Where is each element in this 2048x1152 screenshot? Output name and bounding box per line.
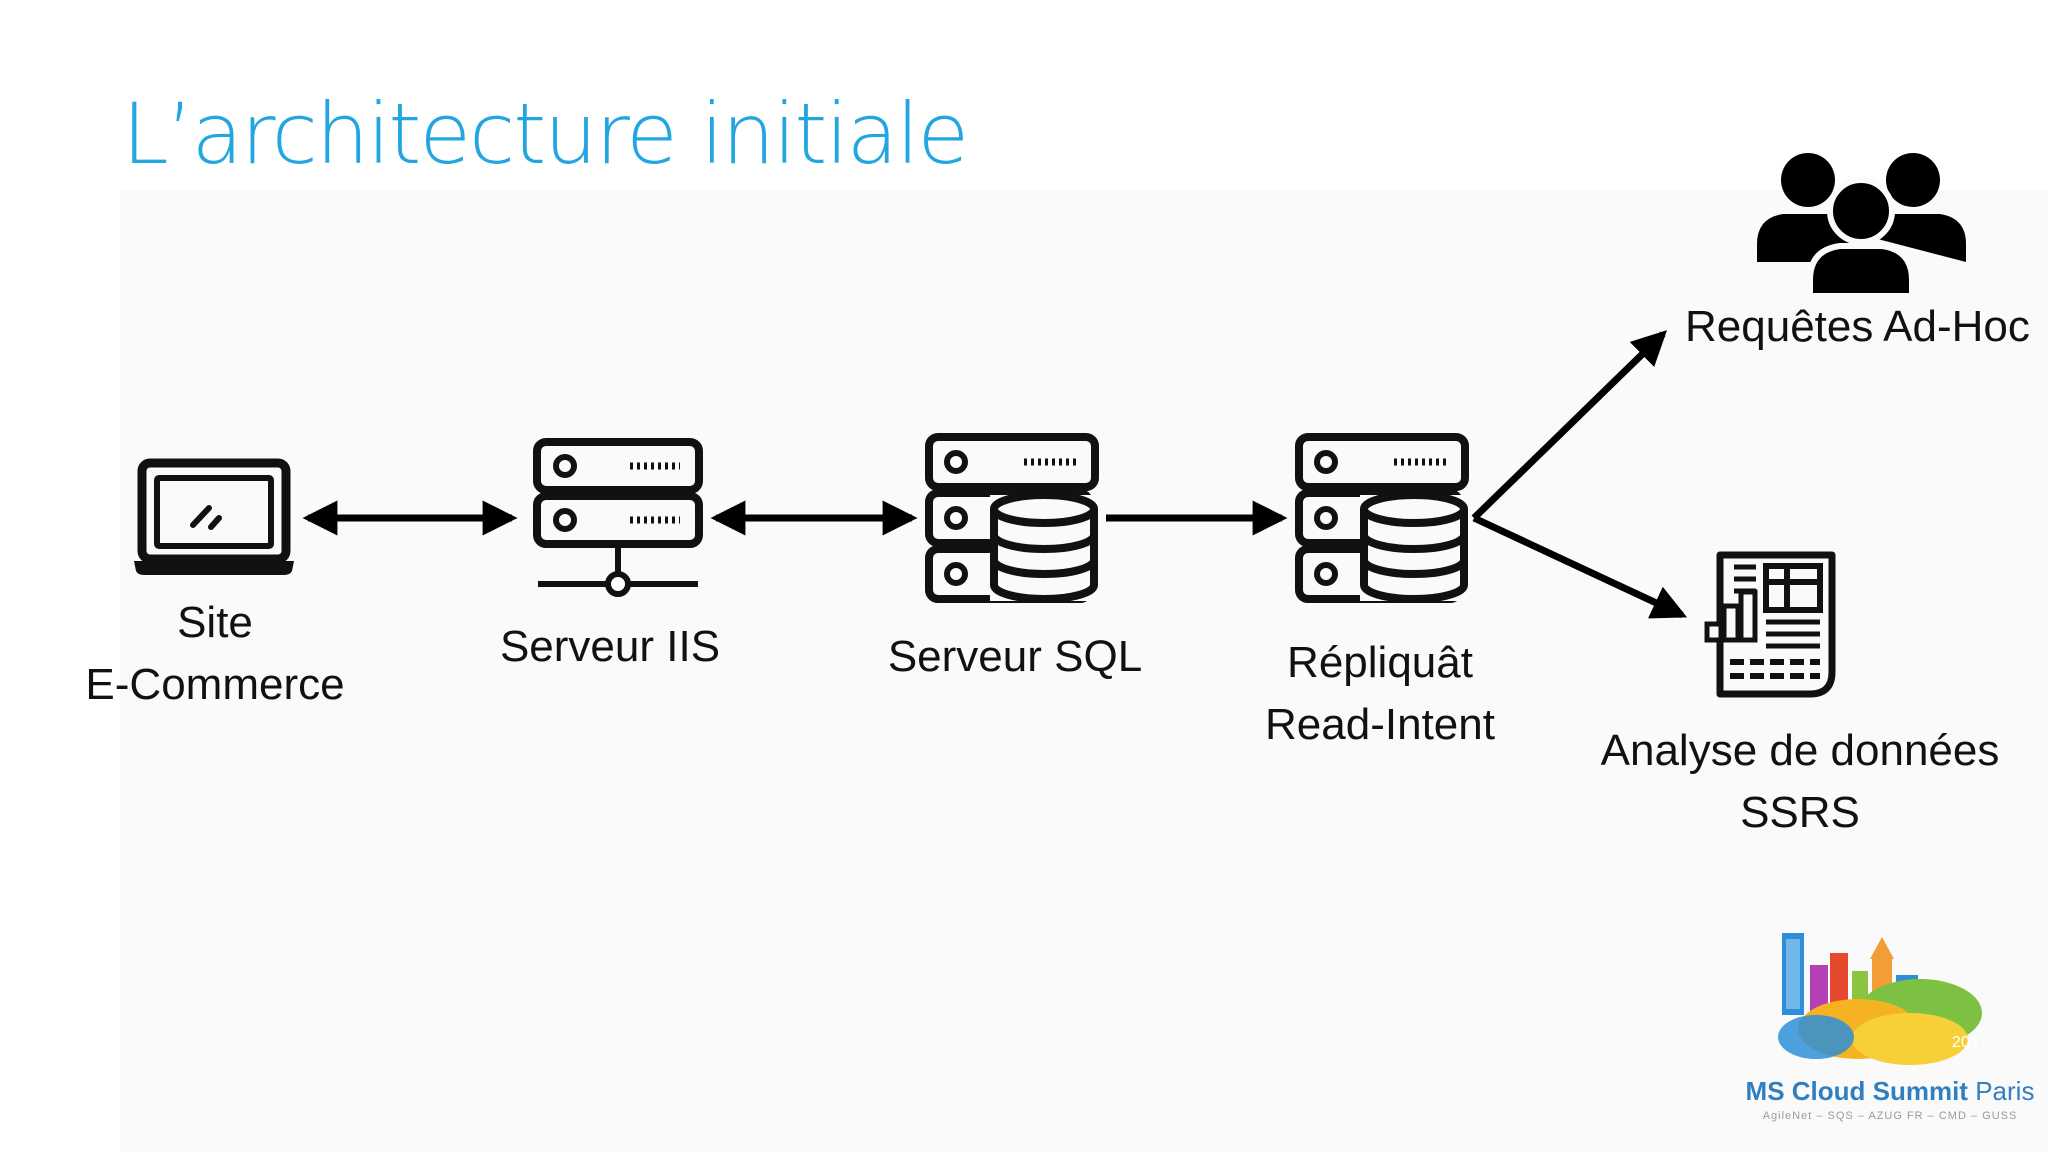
node-label-iis: Serveur IIS [499,622,721,671]
node-label-replica-line1: Répliquât [1287,638,1473,687]
event-logo: 2017 [1778,933,1988,1065]
logo-tagline: AgileNet – SQS – AZUG FR – CMD – GUSS [1762,1110,2018,1122]
logo-name-bold: MS Cloud Summit [1745,1076,1968,1106]
node-label-replica: Répliquât Read-Intent [1240,632,1520,756]
node-label-site: Site E-Commerce [70,592,360,716]
web-server-icon [533,438,703,597]
replica-database-icon [1295,433,1469,603]
node-label-sql: Serveur SQL [887,632,1143,681]
database-server-icon [925,433,1099,603]
node-label-ssrs-line1: Analyse de données [1600,726,2000,775]
laptop-icon [134,458,294,575]
arrow-replica-to-ssrs [1472,514,1688,619]
node-label-replica-line2: Read-Intent [1265,700,1495,749]
users-group-icon [1757,153,1966,299]
logo-name-light: Paris [1975,1076,2035,1106]
node-label-adhoc: Requêtes Ad-Hoc [1685,302,2030,351]
node-label-ssrs-line2: SSRS [1740,788,1860,837]
logo-caption: MS Cloud Summit Paris [1740,1076,2040,1107]
slide-title: L’architecture initiale [122,85,969,183]
arrow-replica-to-adhoc [1471,330,1668,521]
node-label-site-line2: E-Commerce [85,660,345,709]
content-background [120,190,2048,1152]
node-label-site-line1: Site [177,598,253,647]
node-label-ssrs: Analyse de données SSRS [1580,720,2020,844]
report-chart-icon [1704,551,1836,698]
logo-year: 2017 [1952,1034,1988,1051]
